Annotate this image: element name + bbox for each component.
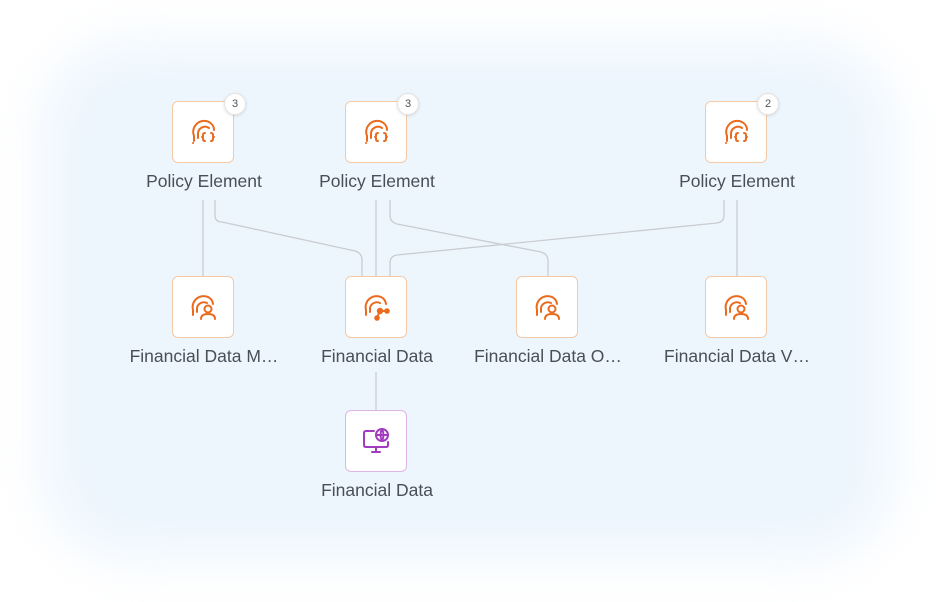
policy-user-icon: [535, 295, 560, 320]
financial-data-v-label: Financial Data V…: [664, 346, 810, 366]
policy-code-icon: [192, 119, 215, 144]
financial-data-o-tile[interactable]: [516, 276, 578, 338]
node-policy-element-1[interactable]: 3 Policy Element: [114, 93, 294, 211]
policy-user-icon: [724, 295, 749, 320]
policy-share-icon: [364, 295, 390, 321]
node-policy-element-3[interactable]: 2 Policy Element: [647, 93, 827, 211]
policy-element-1-badge: 3: [224, 93, 246, 115]
policy-element-1-label: Policy Element: [146, 171, 262, 191]
financial-data-bottom-label: Financial Data: [321, 480, 433, 500]
node-financial-data-o[interactable]: Financial Data O…: [458, 276, 638, 386]
policy-element-3-label: Policy Element: [679, 171, 795, 191]
policy-element-2-tile[interactable]: [345, 101, 407, 163]
policy-element-2-label: Policy Element: [319, 171, 435, 191]
policy-code-icon: [365, 119, 388, 144]
financial-data-m-tile[interactable]: [172, 276, 234, 338]
node-policy-element-2[interactable]: 3 Policy Element: [287, 93, 467, 211]
policy-element-2-badge: 3: [397, 93, 419, 115]
policy-element-1-tile[interactable]: [172, 101, 234, 163]
financial-data-o-label: Financial Data O…: [474, 346, 622, 366]
financial-data-v-tile[interactable]: [705, 276, 767, 338]
financial-data-bottom-tile[interactable]: [345, 410, 407, 472]
policy-element-3-tile[interactable]: [705, 101, 767, 163]
node-financial-data-m[interactable]: Financial Data M…: [114, 276, 294, 386]
policy-code-icon: [725, 119, 748, 144]
node-financial-data-v[interactable]: Financial Data V…: [647, 276, 827, 386]
policy-user-icon: [191, 295, 216, 320]
policy-element-3-badge: 2: [757, 93, 779, 115]
node-financial-data-center[interactable]: Financial Data: [287, 276, 467, 386]
financial-data-m-label: Financial Data M…: [129, 346, 279, 366]
node-financial-data-bottom[interactable]: Financial Data: [287, 410, 467, 520]
monitor-globe-icon: [363, 428, 389, 453]
financial-data-center-tile[interactable]: [345, 276, 407, 338]
financial-data-center-label: Financial Data: [321, 346, 433, 366]
